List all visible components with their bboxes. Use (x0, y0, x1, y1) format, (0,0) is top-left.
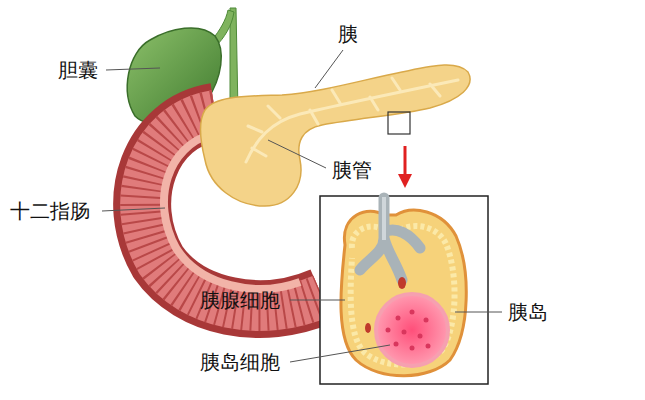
leader-lines (102, 50, 502, 362)
part-label: 十二指肠 (10, 199, 90, 223)
islet-cell-dots (386, 310, 431, 351)
duct-lumen (382, 197, 386, 240)
duct-branch (360, 198, 420, 280)
inset-frame (320, 196, 488, 384)
pancreatic-duct (246, 78, 458, 162)
part-label: 胰腺细胞 (200, 288, 280, 312)
zoom-marker (388, 112, 410, 134)
capillary (398, 277, 406, 289)
islet (376, 294, 448, 366)
pancreas (200, 65, 470, 206)
zoom-arrowhead (398, 174, 412, 188)
part-label: 胆囊 (58, 58, 98, 82)
part-label: 胰岛 (508, 300, 548, 324)
zoom-arrow (404, 146, 407, 176)
part-label: 胰管 (332, 158, 372, 182)
part-label: 胰岛细胞 (200, 350, 280, 374)
capillary (365, 323, 371, 333)
part-label: 胰 (338, 22, 358, 46)
